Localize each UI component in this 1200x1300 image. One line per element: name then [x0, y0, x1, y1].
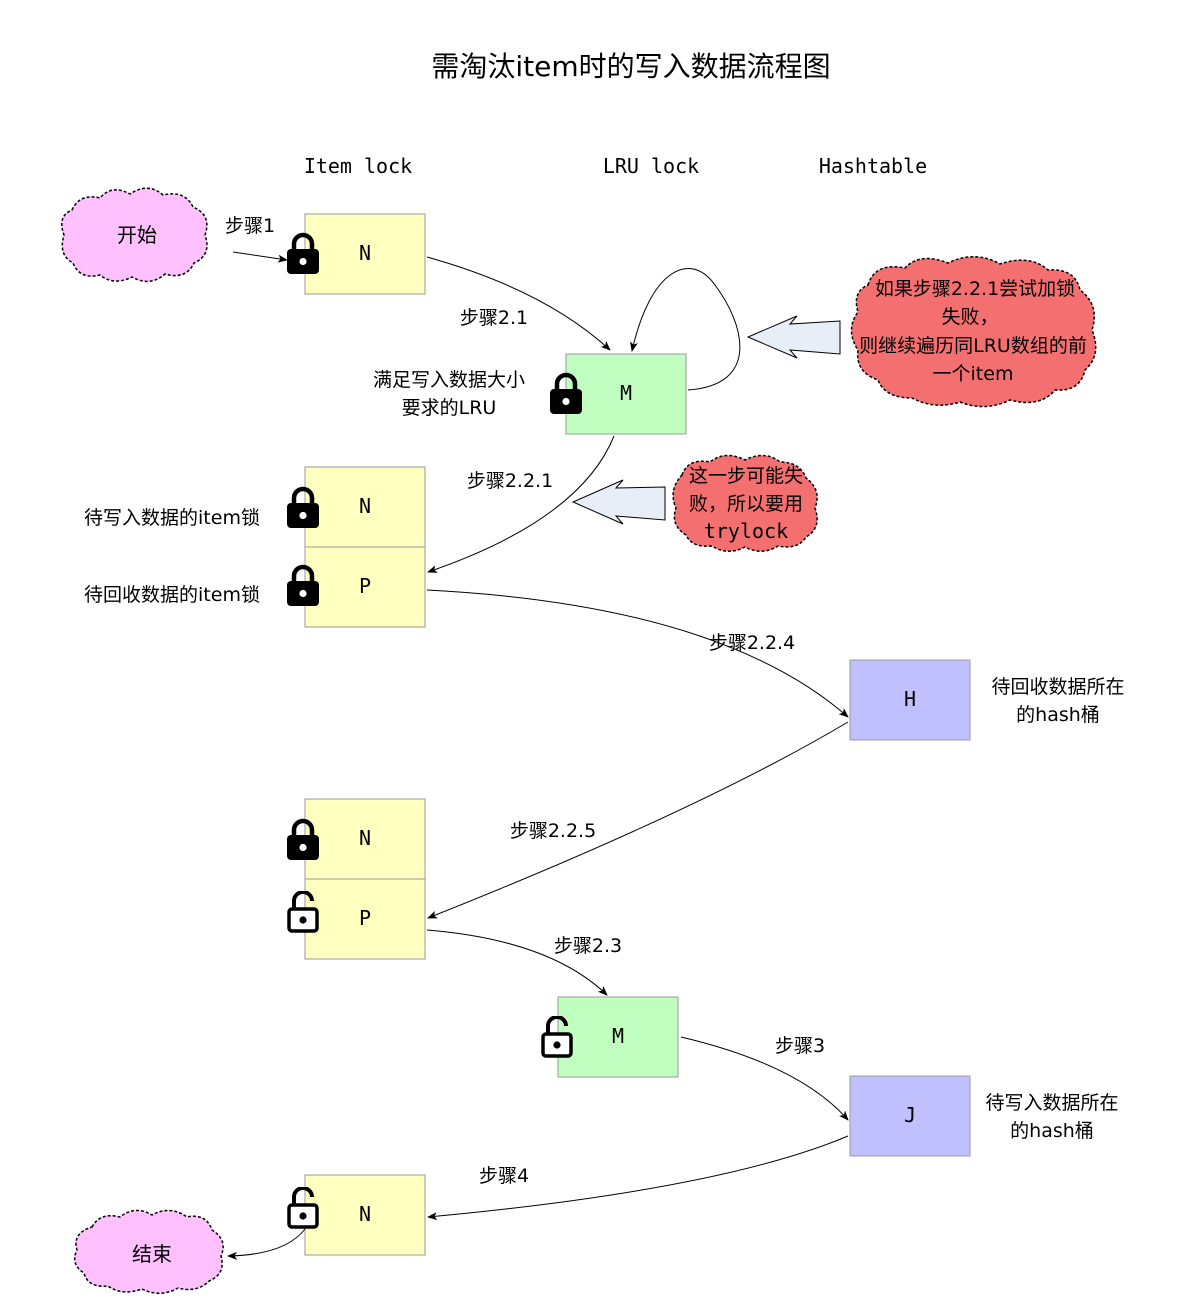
step-label-2-1: 步骤2.1 — [460, 307, 528, 329]
svg-text:N: N — [359, 1202, 371, 1226]
arrow-lru-loop — [630, 268, 741, 391]
lru-requirement-line2: 要求的LRU — [402, 397, 497, 419]
item-box-n1: N — [304, 213, 426, 295]
item-box-n3: N — [304, 798, 426, 880]
svg-text:H: H — [904, 687, 916, 711]
callout-retry-line4: 一个item — [933, 363, 1014, 385]
lru-box-m2: M — [557, 996, 679, 1078]
hollow-arrow-trylock — [571, 479, 666, 525]
arrow-step3 — [680, 1036, 849, 1121]
arrow-step1 — [232, 251, 288, 263]
svg-text:N: N — [359, 494, 371, 518]
lock-open-icon — [541, 1016, 573, 1058]
connectors — [227, 251, 849, 1260]
svg-text:P: P — [359, 906, 371, 930]
hash-box-j: J — [849, 1075, 971, 1157]
callout-trylock-line3: trylock — [704, 519, 788, 543]
column-header-item-lock: Item lock — [304, 154, 412, 178]
column-header-hashtable: Hashtable — [819, 154, 927, 178]
svg-text:J: J — [904, 1103, 916, 1127]
page-title: 需淘汰item时的写入数据流程图 — [431, 50, 830, 83]
step-label-2-2-4: 步骤2.2.4 — [709, 632, 795, 654]
item-box-n2: N — [304, 466, 426, 548]
callout-retry-line2: 失败， — [941, 306, 998, 328]
end-terminal: 结束 — [73, 1209, 224, 1294]
step-label-2-3: 步骤2.3 — [554, 935, 622, 957]
write-item-lock-label: 待写入数据的item锁 — [84, 507, 260, 529]
column-header-lru-lock: LRU lock — [603, 154, 699, 178]
callout-retry-line1: 如果步骤2.2.1尝试加锁 — [875, 278, 1075, 300]
start-terminal: 开始 — [61, 187, 208, 283]
write-bucket-line1: 待写入数据所在 — [985, 1092, 1118, 1114]
arrow-step4 — [427, 1135, 849, 1221]
write-bucket-line2: 的hash桶 — [1010, 1120, 1094, 1142]
step-label-1: 步骤1 — [225, 215, 275, 237]
arrow-step2-1 — [426, 256, 611, 351]
lock-open-icon — [287, 1187, 319, 1229]
item-box-p2: P — [304, 878, 426, 960]
evict-bucket-line1: 待回收数据所在 — [991, 676, 1124, 698]
step-label-2-2-5: 步骤2.2.5 — [510, 820, 596, 842]
step-label-2-2-1: 步骤2.2.1 — [467, 470, 553, 492]
item-box-p1: P — [304, 546, 426, 628]
step-label-4: 步骤4 — [479, 1165, 529, 1187]
arrow-step2-2-1 — [427, 435, 615, 573]
arrow-to-end — [227, 1228, 306, 1260]
callout-retry: 如果步骤2.2.1尝试加锁 失败， 则继续遍历同LRU数组的前 一个item — [850, 256, 1097, 408]
lock-open-icon — [287, 891, 319, 933]
svg-text:M: M — [612, 1024, 624, 1048]
callout-trylock-line1: 这一步可能失 — [689, 465, 803, 487]
hash-box-h: H — [849, 659, 971, 741]
hollow-arrow-retry — [746, 315, 841, 359]
svg-text:N: N — [359, 826, 371, 850]
start-label: 开始 — [117, 223, 157, 247]
arrow-step2-2-5 — [427, 721, 849, 919]
svg-text:P: P — [359, 574, 371, 598]
callout-retry-line3: 则继续遍历同LRU数组的前 — [859, 335, 1087, 357]
step-label-3: 步骤3 — [775, 1035, 825, 1057]
svg-text:N: N — [359, 241, 371, 265]
evict-item-lock-label: 待回收数据的item锁 — [84, 584, 260, 606]
arrow-step2-2-4 — [426, 589, 849, 718]
item-box-n4: N — [304, 1174, 426, 1256]
callout-trylock-line2: 败，所以要用 — [689, 493, 803, 515]
callout-trylock: 这一步可能失 败，所以要用 trylock — [672, 454, 818, 552]
evict-bucket-line2: 的hash桶 — [1016, 704, 1100, 726]
lru-requirement-line1: 满足写入数据大小 — [373, 369, 525, 391]
lru-box-m1: M — [565, 353, 687, 435]
end-label: 结束 — [132, 1242, 172, 1266]
arrow-step2-3 — [426, 929, 608, 996]
svg-text:M: M — [620, 381, 632, 405]
